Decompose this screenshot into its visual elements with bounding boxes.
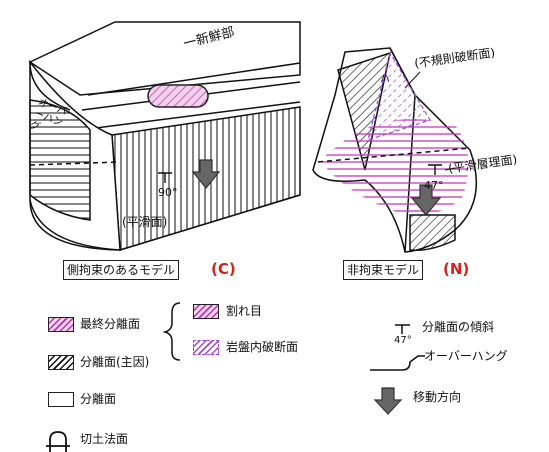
strike-dip-symbol bbox=[395, 324, 410, 334]
legend-brace bbox=[162, 302, 181, 361]
rock-fracture-label: 岩盤内破断面 bbox=[226, 340, 299, 354]
final-separation-swatch bbox=[48, 317, 74, 332]
separation-swatch bbox=[48, 392, 74, 407]
separation-label: 分離面 bbox=[80, 392, 117, 406]
model-n-code: (N) bbox=[443, 260, 470, 278]
main-separation-label: 分離面(主因) bbox=[80, 355, 150, 369]
movement-arrow-icon bbox=[373, 387, 403, 415]
final-separation-label: 最終分離面 bbox=[80, 317, 141, 331]
model-n-title: 非拘束モデル bbox=[343, 260, 424, 280]
crack-mark-label: ハ bbox=[380, 74, 390, 85]
dip-label-n: 47° bbox=[424, 179, 444, 192]
smooth-surface-label: (平滑面) bbox=[122, 215, 168, 229]
cut-slope-label: 切土法面 bbox=[80, 432, 129, 446]
dip-legend-value: 47° bbox=[394, 335, 412, 346]
overhang-symbol bbox=[370, 355, 425, 371]
model-c-block bbox=[28, 21, 301, 251]
dip-legend-label: 分離面の傾斜 bbox=[422, 320, 495, 334]
cut-slope-icon bbox=[46, 431, 70, 452]
crack-label: 割れ目 bbox=[226, 304, 263, 318]
model-c-title: 側拘束のあるモデル bbox=[63, 260, 180, 280]
crack-swatch bbox=[193, 304, 219, 319]
rock-fracture-swatch bbox=[193, 340, 219, 355]
overhang-legend-label: オーバーハング bbox=[424, 349, 508, 363]
model-n-block bbox=[312, 47, 477, 253]
dip-label-c: 90° bbox=[158, 186, 178, 199]
main-separation-swatch bbox=[48, 355, 74, 370]
model-c-code: (C) bbox=[211, 260, 236, 278]
movement-legend-label: 移動方向 bbox=[413, 390, 462, 404]
